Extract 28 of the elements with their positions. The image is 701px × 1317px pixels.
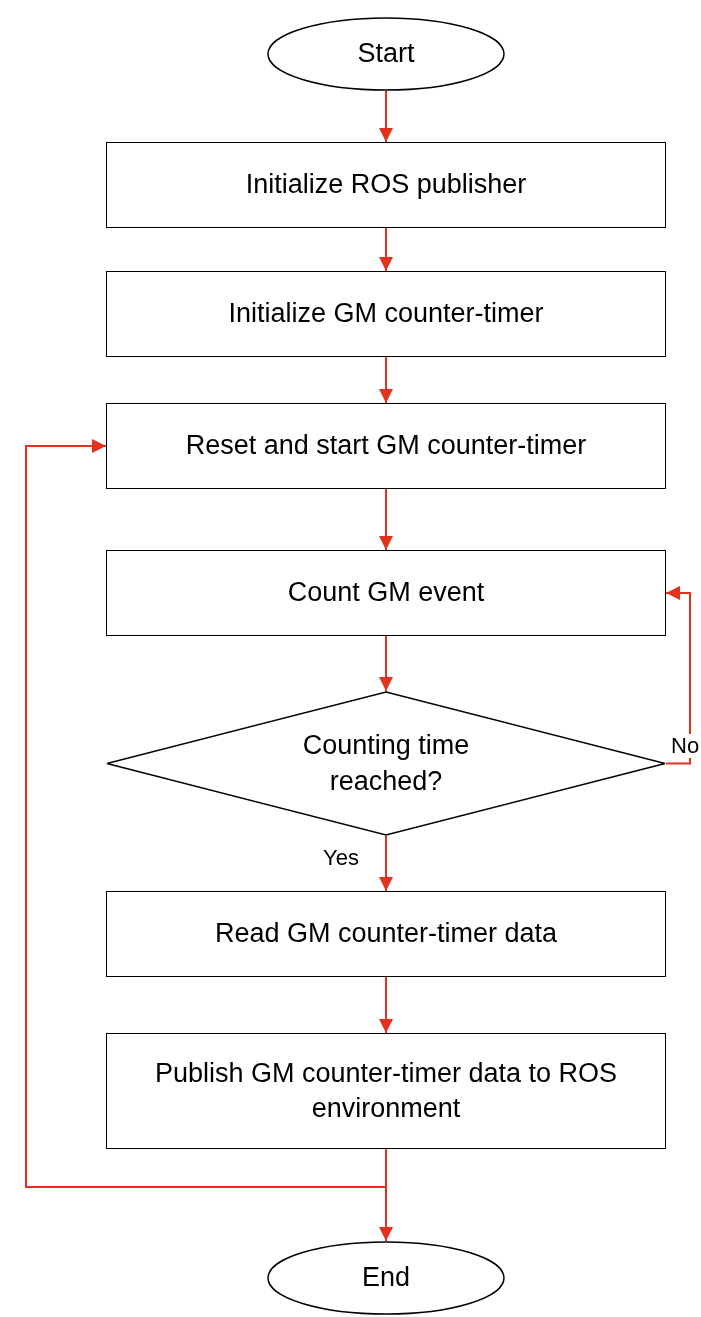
arrow: [379, 635, 393, 692]
node-label: Initialize GM counter-timer: [228, 297, 544, 331]
edge-label: No: [670, 733, 701, 758]
node-label: Counting time reached?: [301, 729, 471, 798]
process-box: [106, 403, 666, 489]
arrow: [379, 90, 393, 143]
arrow: [379, 976, 393, 1034]
process-box: [106, 271, 666, 357]
process-box: [106, 142, 666, 228]
process-box: [106, 891, 666, 977]
arrow: [379, 835, 393, 892]
node-label: Publish GM counter-timer data to ROS environment: [153, 1056, 619, 1125]
node-label: Count GM event: [287, 576, 485, 610]
decision-diamond: [106, 691, 666, 836]
arrow: [379, 488, 393, 551]
node-label: Read GM counter-timer data: [214, 917, 558, 951]
node-label: Initialize ROS publisher: [245, 168, 527, 202]
node-label: End: [361, 1261, 410, 1295]
terminal-ellipse: [267, 17, 505, 91]
arrow: [665, 586, 691, 765]
node-label: Reset and start GM counter-timer: [185, 429, 587, 463]
process-box: [106, 1033, 666, 1149]
arrow: [379, 356, 393, 404]
arrow: [379, 227, 393, 272]
terminal-ellipse: [267, 1241, 505, 1315]
node-label: Start: [357, 37, 415, 71]
arrow: [25, 439, 387, 1188]
process-box: [106, 550, 666, 636]
